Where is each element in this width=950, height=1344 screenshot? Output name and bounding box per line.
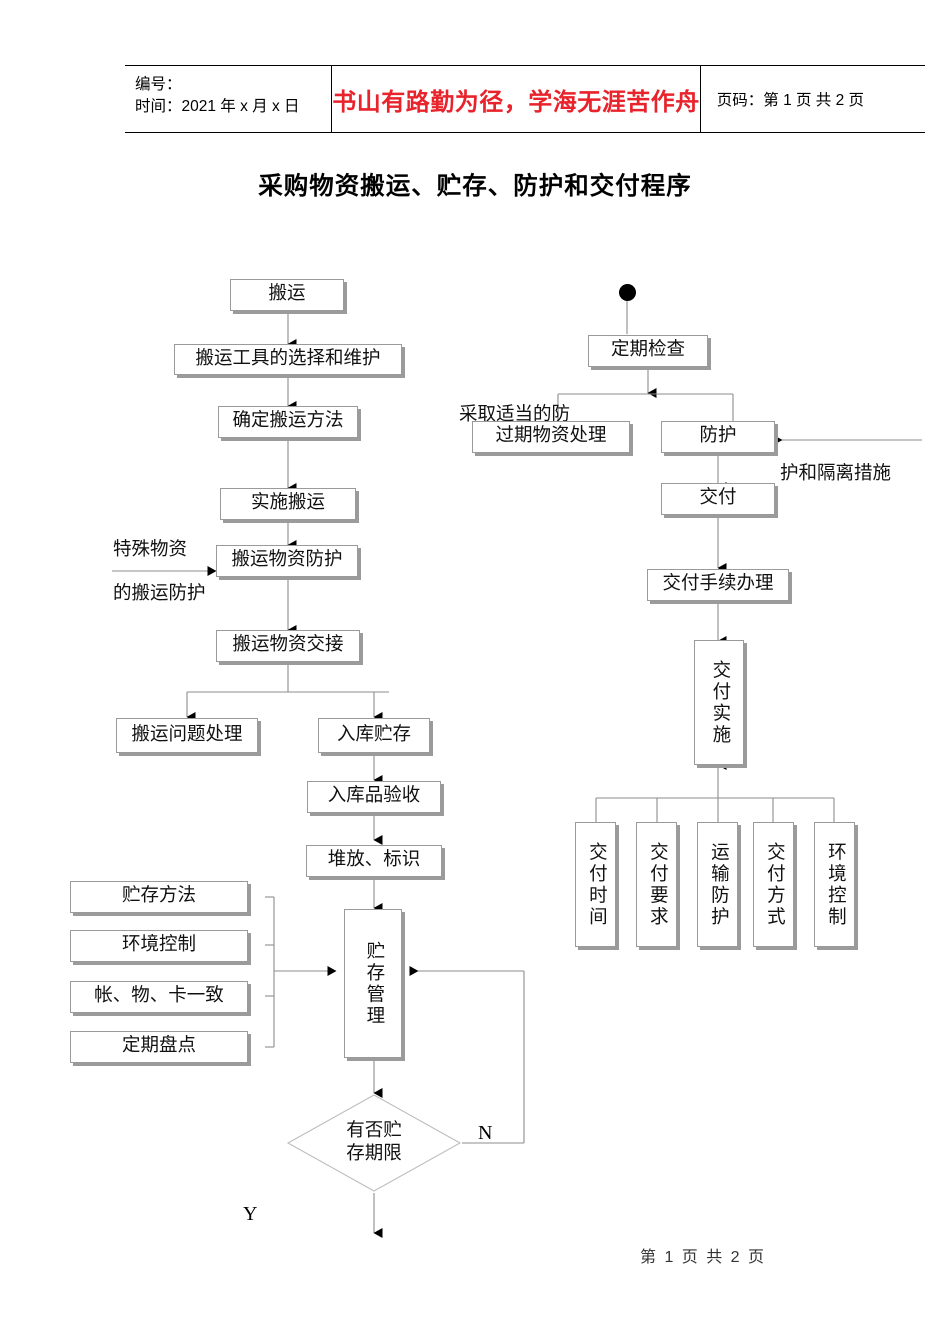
start-dot-icon [619,284,636,301]
node-gongju-weihu[interactable]: 搬运工具的选择和维护 [174,344,402,375]
node-yunshu-fanghu[interactable]: 运输防护 [697,822,738,947]
node-jiaofu[interactable]: 交付 [661,483,775,515]
decision-label-line2: 存期限 [346,1144,402,1164]
node-zhucun-guanli[interactable]: 贮存管理 [344,909,402,1058]
decision-youfou-qixian[interactable]: 有否贮 存期限 [286,1093,462,1193]
page-footer: 第 1 页 共 2 页 [640,1249,767,1266]
node-zhang-wu-ka[interactable]: 帐、物、卡一致 [70,981,248,1013]
node-queding-fangfa[interactable]: 确定搬运方法 [218,406,358,438]
node-huanjing-kongzhi-delivery[interactable]: 环境控制 [814,822,855,947]
node-guoqi-chuli[interactable]: 过期物资处理 [472,421,630,453]
node-jiaofu-shijian[interactable]: 交付时间 [575,822,616,947]
decision-yes-label: Y [243,1203,258,1225]
node-huanjing-kongzhi[interactable]: 环境控制 [70,930,248,962]
header-cell-slogan: 书山有路勤为径，学海无涯苦作舟 [332,66,701,132]
annotation-caiqu-fanghu-occluded: 采取适当的防 [459,405,571,425]
node-ruku-yanshou[interactable]: 入库品验收 [307,781,441,813]
node-duifang-biaoshi[interactable]: 堆放、标识 [306,845,442,877]
node-ruku-zhucun[interactable]: 入库贮存 [318,718,430,753]
node-shishi-banyun[interactable]: 实施搬运 [220,488,356,520]
header-number-label: 编号： [135,76,182,93]
node-banyun[interactable]: 搬运 [230,279,344,311]
page-title: 采购物资搬运、贮存、防护和交付程序 [258,173,692,200]
annotation-teshu-wuzi-line2: 的搬运防护 [113,584,206,604]
node-wenti-chuli[interactable]: 搬运问题处理 [116,718,258,753]
node-zhucun-fangfa[interactable]: 贮存方法 [70,881,248,913]
node-dingqi-jiancha[interactable]: 定期检查 [588,335,708,367]
node-jiaofu-shouxu[interactable]: 交付手续办理 [647,569,789,601]
node-fanghu[interactable]: 防护 [661,421,775,453]
header-page-label: 页码：第 1 页 共 2 页 [716,92,865,109]
annotation-teshu-wuzi-line1: 特殊物资 [113,540,188,560]
decision-label: 有否贮 存期限 [286,1093,462,1193]
node-wuzi-jiaojie[interactable]: 搬运物资交接 [216,630,360,662]
node-jiaofu-shishi[interactable]: 交付实施 [694,640,744,765]
node-wuzi-fanghu[interactable]: 搬运物资防护 [216,545,358,577]
node-jiaofu-yaoqiu[interactable]: 交付要求 [636,822,677,947]
header-time-label: 时间：2021 年 x 月 x 日 [135,98,300,116]
header-cell-page: 页码：第 1 页 共 2 页 [701,66,925,132]
decision-no-label: N [478,1122,493,1144]
node-dingqi-pandian[interactable]: 定期盘点 [70,1031,248,1063]
annotation-hu-geli-cuoshi: 护和隔离措施 [780,464,892,484]
decision-label-line1: 有否贮 [346,1120,402,1141]
header-cell-number-time: 编号： 时间：2021 年 x 月 x 日 [125,66,333,132]
node-jiaofu-fangshi[interactable]: 交付方式 [753,822,794,947]
document-header-table: 编号： 时间：2021 年 x 月 x 日 书山有路勤为径，学海无涯苦作舟 页码… [125,65,925,133]
header-slogan-text: 书山有路勤为径，学海无涯苦作舟 [332,89,700,116]
diamond-shape [286,1094,462,1192]
